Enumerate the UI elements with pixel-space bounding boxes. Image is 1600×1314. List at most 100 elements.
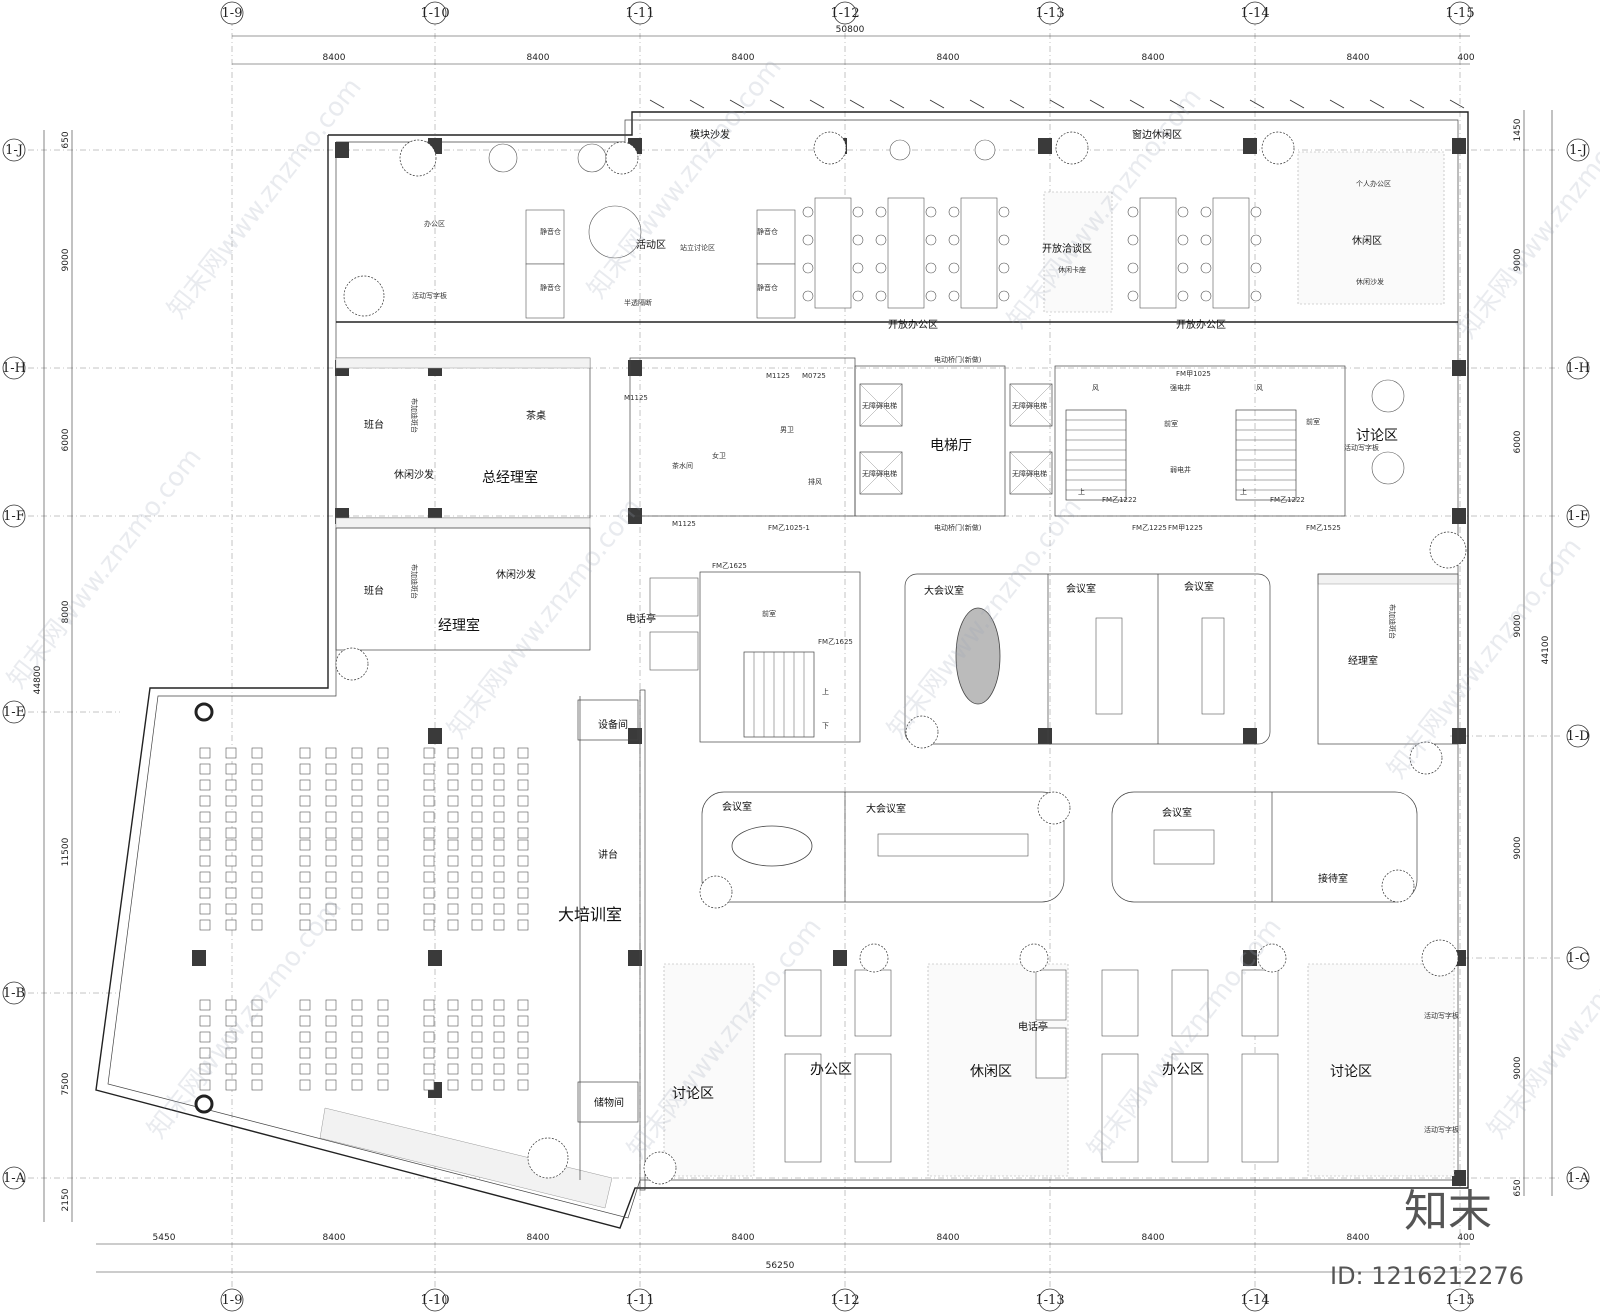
ann-door-fm1222-a: FM乙1222 [1102,496,1137,504]
training-seat [199,811,211,823]
grid-col-bottom-3: 1-11 [625,1293,654,1308]
training-seat [517,1031,529,1043]
label-open-office-1: 开放办公区 [888,318,938,331]
training-seat [517,827,529,839]
training-seat [351,1047,363,1059]
label-gm-desk: 班台 [364,418,384,431]
label-gm-sofa: 休闲沙发 [394,468,434,481]
training-seat [471,855,483,867]
training-seat [447,1015,459,1027]
dim-left-1: 650 [61,131,71,148]
training-seat [251,1031,263,1043]
training-seat [493,811,505,823]
label-meeting-3: 会议室 [722,800,752,813]
training-seat [517,795,529,807]
label-mgr-office-east: 经理室 [1348,654,1378,667]
training-seat [299,1079,311,1091]
meeting-enclosures [701,573,1418,903]
training-seat [493,795,505,807]
training-seat [493,1079,505,1091]
training-seat [517,903,529,915]
grid-row-left-2: 1-H [2,361,26,376]
training-seat [517,1015,529,1027]
label-podium: 讲台 [598,848,618,861]
training-seat [517,763,529,775]
label-meeting-1: 会议室 [1066,582,1096,595]
training-seat [225,1031,237,1043]
label-meeting-4: 会议室 [1162,806,1192,819]
label-office-area-nw: 办公区 [424,219,445,228]
training-seat [299,871,311,883]
training-seat [199,1079,211,1091]
training-seat [517,1047,529,1059]
training-seat [325,747,337,759]
label-large-meeting-2: 大会议室 [866,802,906,815]
grid-col-bottom-4: 1-12 [830,1293,859,1308]
training-seat [299,827,311,839]
training-seat [423,811,435,823]
training-seat [325,811,337,823]
quiet-pods [525,209,1067,1079]
ann-up2: 上 [1240,487,1247,496]
label-quiet-pod-3: 静音仓 [757,227,778,236]
training-seat [377,1079,389,1091]
training-seat [377,1015,389,1027]
training-seat [471,1063,483,1075]
training-seat [377,871,389,883]
training-seat [299,919,311,931]
brand-logo: 知末 ID: 1216212276 [1330,1186,1524,1290]
training-seat [351,747,363,759]
training-seat [423,763,435,775]
meeting-tables [731,607,1225,867]
training-seat [517,1079,529,1091]
training-seat [251,811,263,823]
training-seat [447,903,459,915]
training-seat [225,779,237,791]
training-seat [377,919,389,931]
training-seat [351,811,363,823]
training-seat [351,855,363,867]
dim-right-4: 9000 [1513,614,1523,637]
training-seat [423,779,435,791]
dim-left-6: 7500 [61,1072,71,1095]
ann-wind2: 风 [1256,384,1263,392]
training-seat [199,827,211,839]
label-mgr-bookshelf-east: 布加迪斑台 [1388,604,1397,639]
training-seat [251,855,263,867]
training-seat [299,779,311,791]
training-seat [423,855,435,867]
training-seat [199,1063,211,1075]
training-seat [493,747,505,759]
training-seat [423,1015,435,1027]
training-seat [447,887,459,899]
dim-left-7: 2150 [61,1188,71,1211]
grid-col-top-2: 1-10 [420,6,449,21]
training-seat [493,887,505,899]
label-lounge-s: 休闲区 [970,1064,1012,1080]
training-seat [377,795,389,807]
training-seat [325,1031,337,1043]
training-seat [199,855,211,867]
grid-col-top-3: 1-11 [625,6,654,21]
training-seat [325,855,337,867]
training-seat [225,1079,237,1091]
training-seat [517,747,529,759]
label-board-se-2: 活动写字板 [1424,1125,1459,1134]
dim-bottom-8: 400 [1457,1233,1474,1243]
label-module-sofa: 模块沙发 [690,128,730,141]
training-seat [299,1063,311,1075]
label-semi-partition: 半透隔断 [624,298,652,307]
grid-col-bottom-2: 1-10 [420,1293,449,1308]
training-seat [325,763,337,775]
watermark-5: 知末网www.znzmo.com [2,443,208,695]
training-seat [325,999,337,1011]
label-equipment-room: 设备间 [598,718,628,731]
training-seat [447,747,459,759]
grid-row-left-6: 1-A [3,1171,26,1186]
dim-bottom-total: 56250 [766,1261,795,1271]
watermark-7: 知末网www.znzmo.com [882,493,1088,745]
label-discussion-se: 讨论区 [1330,1064,1372,1080]
dimension-lines [43,35,1553,1273]
training-seat [299,839,311,851]
